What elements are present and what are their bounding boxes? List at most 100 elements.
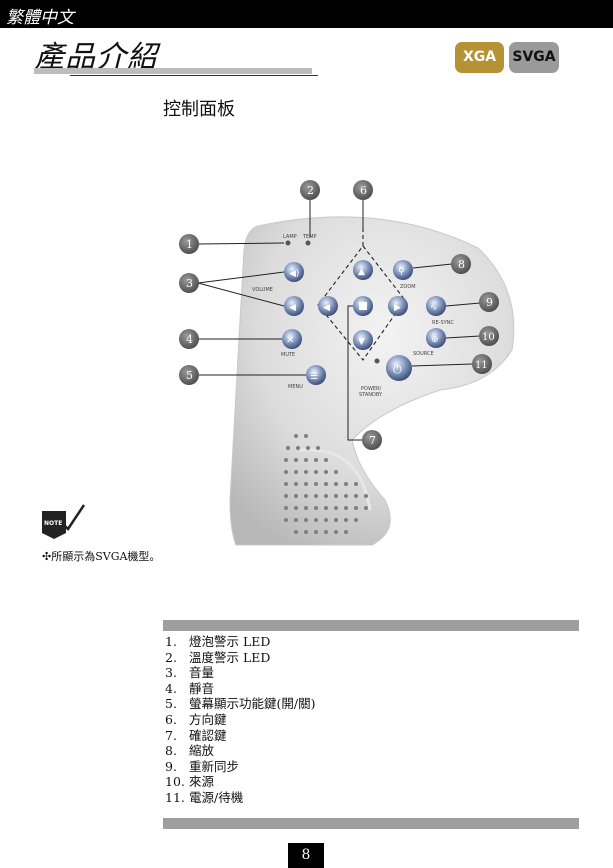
svg-text:▼: ▼ [358, 337, 365, 347]
page-subtitle: 控制面板 [163, 99, 235, 120]
legend-number: 11. [165, 789, 185, 805]
legend-number: 4. [165, 680, 177, 696]
lamp-led-label: LAMP [283, 234, 297, 240]
legend-item: 10.來源 [165, 774, 565, 790]
mute-button: ✕ [282, 329, 302, 349]
legend-label: 電源/待機 [189, 789, 244, 805]
power-label: POWER/ STANDBY [359, 386, 383, 398]
svg-text:9: 9 [486, 296, 493, 309]
menu-button: ☰ [306, 365, 326, 385]
callout-leader-lines [197, 200, 481, 441]
legend-bottom-bar [163, 818, 579, 829]
svg-text:⏻: ⏻ [393, 363, 402, 376]
svg-text:6: 6 [360, 184, 367, 197]
legend-label: 溫度警示 LED [189, 649, 271, 665]
note-text: ✣所顯示為SVGA機型。 [42, 548, 160, 564]
svg-text:▶: ▶ [394, 303, 401, 313]
callout-5: 5 [179, 365, 199, 385]
volume-up-button: ◀) [284, 262, 304, 282]
callout-3: 3 [179, 273, 199, 293]
callout-8: 8 [451, 254, 471, 274]
right-arrow-button: ▶ [388, 296, 408, 316]
legend-item: 8.縮放 [165, 743, 565, 759]
title-rule [70, 75, 318, 76]
svg-text:⚲: ⚲ [398, 267, 405, 277]
svg-text:4: 4 [186, 333, 193, 346]
legend-item: 6. 方向鍵 [165, 712, 565, 728]
svg-text:◀: ◀ [323, 303, 330, 313]
note-icon: NOTE [42, 504, 86, 539]
legend-label: 確認鍵 [189, 727, 227, 743]
legend-number: 2. [165, 649, 177, 665]
legend-number: 9. [165, 758, 177, 774]
legend-item: 9. 重新同步 [165, 759, 565, 775]
legend-label: 方向鍵 [189, 711, 227, 727]
page-number: 8 [288, 843, 324, 868]
legend-label: 螢幕顯示功能鍵(開/關) [189, 696, 316, 712]
svg-text:1: 1 [186, 238, 193, 251]
legend-top-bar [163, 620, 579, 631]
source-button: ⊕ [426, 328, 446, 348]
title-underline [34, 68, 312, 74]
svg-text:⊕: ⊕ [431, 335, 439, 345]
legend-number: 10. [165, 774, 185, 790]
enter-button [353, 296, 373, 316]
legend-item: 2. 溫度警示 LED [165, 650, 565, 666]
legend-number: 5. [165, 696, 177, 712]
svg-text:5: 5 [186, 369, 193, 382]
down-arrow-button: ▼ [353, 330, 373, 350]
temp-led [305, 240, 311, 246]
callout-10: 10 [479, 326, 499, 346]
resync-label: RE-SYNC [432, 320, 454, 326]
svg-text:8: 8 [458, 258, 465, 271]
callout-6: 6 [353, 180, 373, 200]
lamp-led [285, 240, 291, 246]
legend-item: 3.音量 [165, 665, 565, 681]
xga-badge: XGA [455, 42, 504, 73]
zoom-button: ⚲ [393, 260, 413, 280]
svg-text:◀: ◀ [289, 303, 296, 313]
callout-9: 9 [479, 292, 499, 312]
svg-text:▲: ▲ [358, 267, 365, 277]
svg-text:2: 2 [307, 184, 314, 197]
legend-item: 7. 確認鍵 [165, 728, 565, 744]
callout-1: 1 [179, 234, 199, 254]
legend-item: 11.電源/待機 [165, 790, 565, 806]
volume-label: VOLUME [252, 287, 273, 293]
legend-number: 7. [165, 727, 177, 743]
svga-badge: SVGA [509, 42, 559, 73]
power-button: ⏻ [386, 355, 412, 381]
legend-label: 燈泡警示 LED [189, 634, 271, 649]
svg-text:7: 7 [369, 434, 376, 447]
temp-led-label: TEMP [302, 234, 317, 240]
svg-text:10: 10 [482, 332, 495, 343]
svg-text:✕: ✕ [286, 335, 294, 346]
legend-number: 8. [165, 743, 177, 759]
zoom-label: ZOOM [400, 284, 416, 290]
legend-number: 6. [165, 711, 177, 727]
callout-11: 11 [472, 354, 492, 374]
mute-label: MUTE [281, 352, 295, 358]
svg-text:☰: ☰ [310, 372, 318, 382]
language-label: 繁體中文 [6, 8, 74, 28]
svg-text:11: 11 [475, 360, 488, 371]
callout-4: 4 [179, 329, 199, 349]
volume-down-button: ◀ [284, 296, 304, 316]
legend-number: 3. [165, 665, 177, 681]
speaker-grille [284, 434, 368, 534]
power-led [374, 358, 380, 364]
legend-number: 1. [165, 634, 177, 649]
callout-2: 2 [300, 180, 320, 200]
direction-pad-outline [317, 245, 406, 361]
legend-list: 1.燈泡警示 LED 2.溫度警示 LED 3.音量 4.靜音 5.螢幕顯示功能… [165, 634, 565, 806]
legend-item: 1. 燈泡警示 LED [165, 634, 565, 650]
svg-text:NOTE: NOTE [44, 520, 62, 527]
note-bullet: ✣ [42, 550, 52, 563]
note-text-content: 所顯示為SVGA機型。 [51, 550, 161, 563]
resync-button: ∿ [426, 296, 446, 316]
svg-text:◀): ◀) [289, 269, 299, 279]
language-header-bar: 繁體中文 [0, 0, 613, 28]
menu-label: MENU [288, 384, 303, 390]
legend-label: 重新同步 [189, 758, 240, 774]
